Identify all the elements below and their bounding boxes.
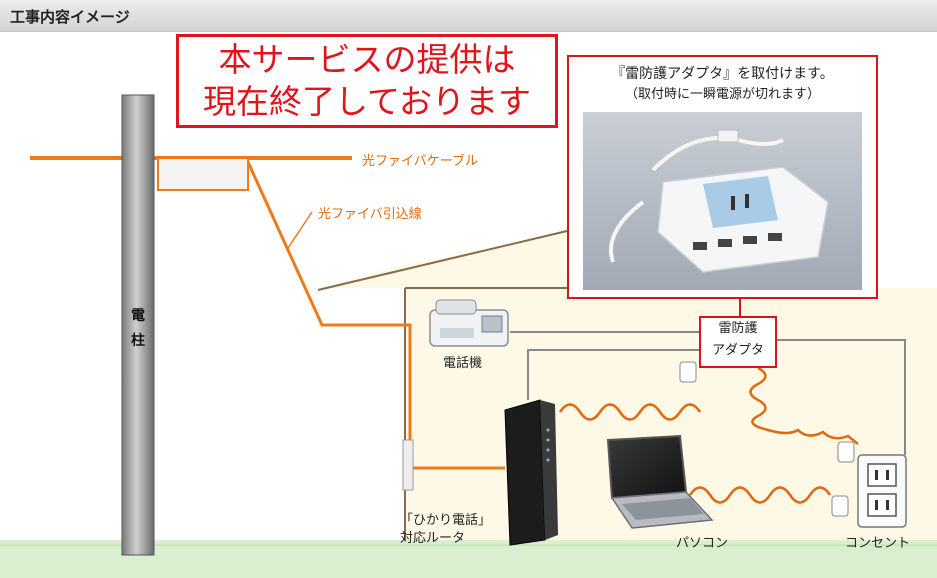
plug-pc [831,495,849,517]
fiber-cable-label: 光ファイバケーブル [362,154,478,169]
phone-icon [429,299,509,347]
laptop-icon [606,434,714,529]
adapter-label-1: 雷防護 [718,321,758,336]
fiber-dropin-line [246,161,505,470]
power-cord-adapter [749,366,859,445]
wire-router-adapter [527,349,700,400]
pc-label: パソコン [676,536,729,551]
callout-line-2: （取付時に一瞬電源が切れます） [624,87,820,102]
pole-label-1: 電 [131,308,145,324]
plug-router [679,361,697,383]
adapter-photo [583,112,862,290]
notice-line-1: 本サービスの提供は [218,40,516,79]
fiber-dropin-label: 光ファイバ引込線 [318,207,422,222]
router-label-2: 対応ルータ [400,531,466,546]
wire-adapter-outlet [777,339,906,455]
lightning-adapter-box: 雷防護 アダプタ [699,316,777,368]
power-cord-pc [688,486,832,504]
phone-label: 電話機 [443,356,483,371]
router-label: 「ひかり電話」 対応ルータ [400,512,491,548]
adapter-callout: 『雷防護アダプタ』を取付けます。 （取付時に一瞬電源が切れます） [567,55,878,299]
outlet-label: コンセント [845,536,911,551]
router-icon [504,399,558,546]
notice-line-2: 現在終了しております [202,82,532,121]
wall-terminal [402,439,414,491]
plug-adapter [837,441,855,463]
adapter-label-2: アダプタ [711,343,764,358]
pole-label-2: 柱 [131,333,145,349]
power-cord-router [558,403,702,421]
ground-strip [0,540,937,578]
closure-box [157,157,249,191]
page-title: 工事内容イメージ [10,8,130,26]
roof-line [317,230,568,291]
utility-pole [121,94,155,556]
header-bar: 工事内容イメージ [0,0,937,32]
service-ended-notice: 本サービスの提供は 現在終了しております [176,34,558,128]
fiber-dropin-leader [287,211,313,249]
router-label-1: 「ひかり電話」 [400,513,492,528]
outlet-icon [857,454,907,528]
callout-line-1: 『雷防護アダプタ』を取付けます。 [611,66,834,82]
